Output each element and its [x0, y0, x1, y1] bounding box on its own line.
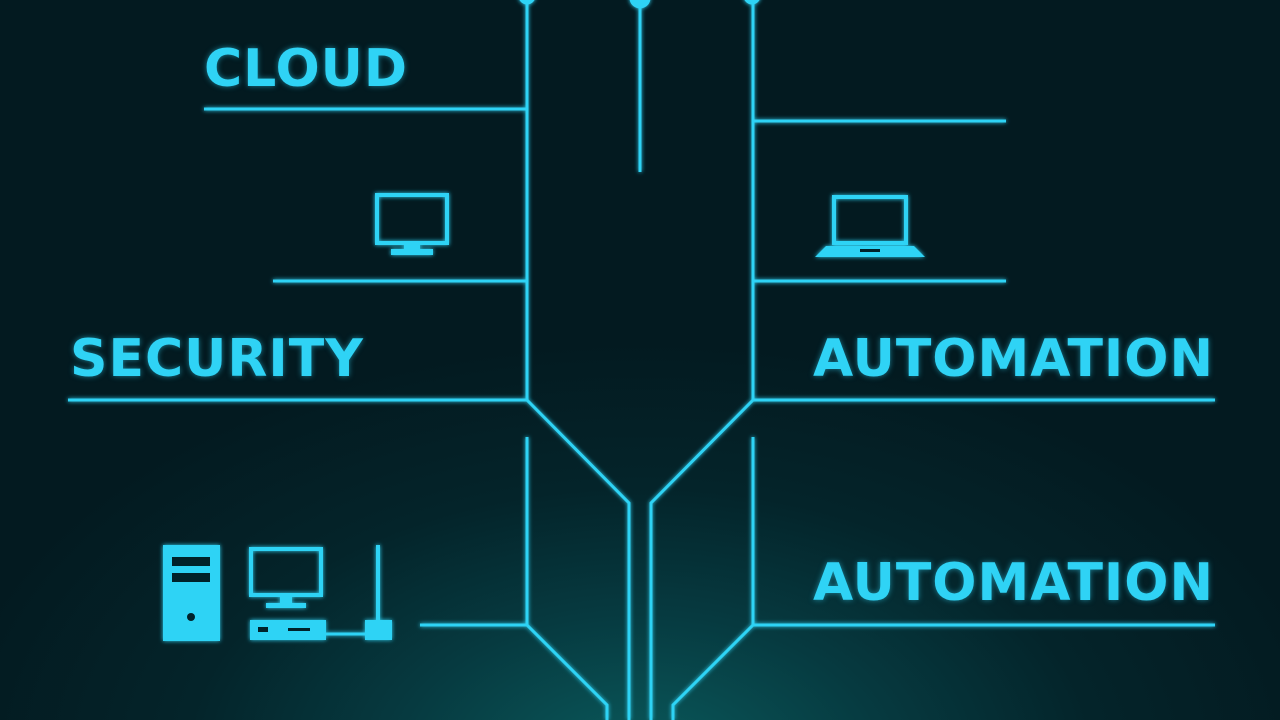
desktop-computer-icon	[249, 547, 326, 640]
laptop-icon	[815, 195, 925, 257]
lower-left-branch	[525, 437, 609, 720]
security-label: SECURITY	[70, 329, 364, 389]
monitor-icon	[375, 193, 449, 255]
lower-right-branch	[671, 437, 755, 720]
circuit-lines	[68, 0, 1215, 720]
router-antenna-icon	[326, 545, 392, 640]
right-trunk	[649, 0, 755, 720]
automation-label-top: AUTOMATION	[812, 329, 1214, 389]
left-trunk	[525, 0, 631, 720]
cloud-label: CLOUD	[204, 39, 409, 99]
automation-label-bottom: AUTOMATION	[812, 553, 1214, 613]
desktop-tower-icon	[163, 545, 220, 641]
